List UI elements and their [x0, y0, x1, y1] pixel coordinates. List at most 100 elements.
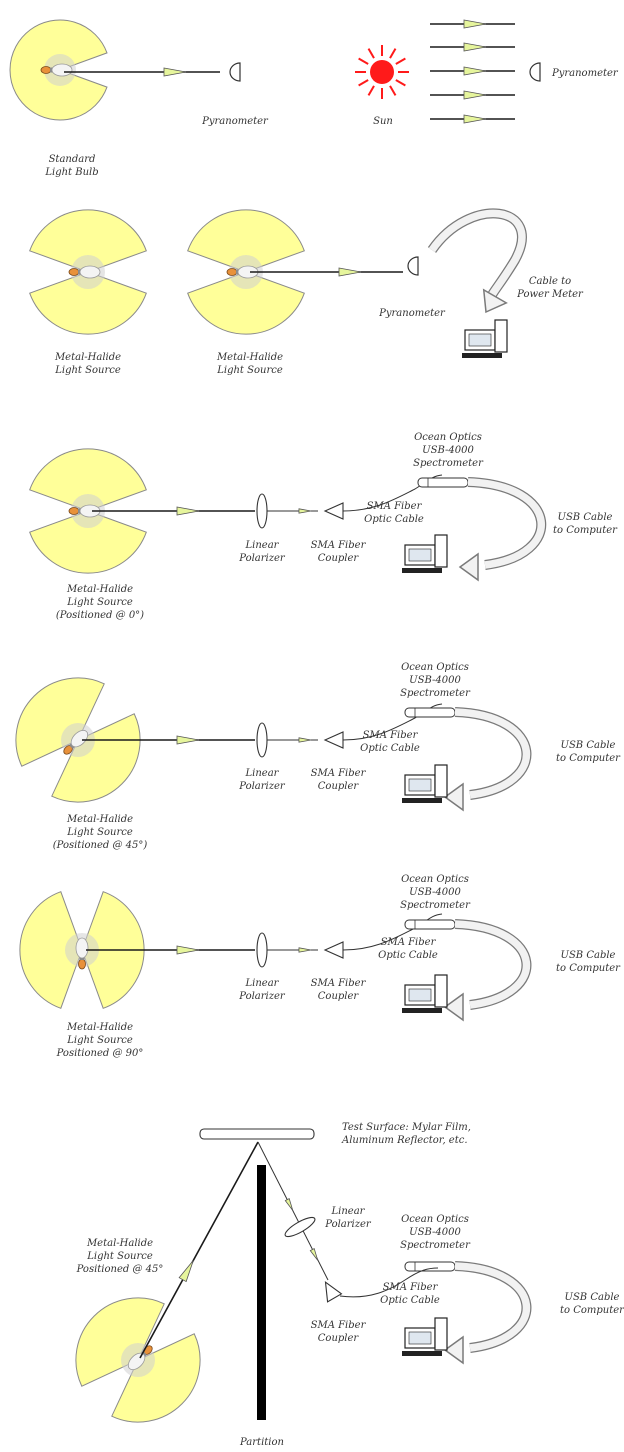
panel5-lamp-bulb-glass	[75, 937, 89, 959]
panel2-lamp-a-reflector-bottom	[29, 271, 147, 335]
panel5-usb-cable-body	[454, 920, 530, 1009]
panel5-coupler-label-line: SMA Fiber	[311, 978, 367, 989]
panel4-fiber-label-line: SMA Fiber	[363, 730, 419, 741]
panel6-test-surface	[199, 1128, 315, 1140]
panel2-beam-arrow	[338, 267, 362, 277]
panel5-polarizer-label-line: Linear	[245, 978, 280, 989]
panel6-computer-tower	[434, 1317, 448, 1351]
panel5-computer-screen	[408, 988, 432, 1002]
panel5-fiber-label-line: SMA Fiber	[381, 937, 437, 948]
standard-bulb-lamp	[9, 19, 108, 121]
panel3-coupler-label-line: SMA Fiber	[311, 540, 367, 551]
panel5-usb-label-line: USB Cable	[561, 950, 616, 961]
panel1-beam-arrow	[163, 67, 187, 77]
panel6-usb-head	[443, 1335, 464, 1365]
sun-ray-arrow-2	[463, 66, 487, 76]
sun-ray	[395, 57, 406, 65]
panel6-computer-screen	[408, 1331, 432, 1345]
panel6-polarizer-label-line: Polarizer	[324, 1219, 372, 1230]
panel2-cable-head	[482, 288, 508, 314]
panel3-fiber-label-line: SMA Fiber	[367, 501, 423, 512]
panel6-partition-label: Partition	[239, 1437, 284, 1448]
panel4-polarizer-label-line: Polarizer	[238, 781, 286, 792]
panel2-lamp-b	[187, 209, 305, 335]
panel4-beam-arrow	[176, 735, 200, 745]
panel3-lamp-reflector-top	[29, 448, 147, 512]
panel4-spectrometer-label-line: USB-4000	[409, 675, 461, 686]
panel3-spectrometer	[417, 477, 469, 488]
sun	[370, 60, 394, 84]
panel3-lamp-bulb-base	[68, 507, 80, 515]
panel6-coupler-label-line: SMA Fiber	[311, 1320, 367, 1331]
panel2-source-b-label-line: Metal-Halide	[216, 352, 283, 363]
panel4-source-label-line: (Positioned @ 45°)	[53, 840, 148, 851]
panel3-spectrometer-label-line: Ocean Optics	[414, 432, 482, 443]
panel3-coupler	[323, 502, 344, 520]
panel5-usb-cable-outline	[454, 919, 532, 1010]
panel2-lamp-a-bulb-glass	[79, 265, 101, 279]
panel3-polarized-arrow	[298, 508, 312, 514]
panel2-lamp-b-reflector-top	[187, 209, 305, 273]
panel3-polarizer-label-line: Linear	[245, 540, 280, 551]
panel1-bulb-label-line: Light Bulb	[44, 167, 98, 178]
panel5-lamp-bulb-base	[78, 958, 86, 970]
panel6-polarizer	[284, 1216, 316, 1238]
panel5-source-label-line: Positioned @ 90°	[56, 1048, 144, 1059]
panel2-source-b-label-line: Light Source	[216, 365, 283, 376]
panel3-source-label-line: (Positioned @ 0°)	[56, 610, 144, 621]
panel4-polarized-arrow	[298, 737, 312, 743]
panel3-source-label-line: Light Source	[66, 597, 133, 608]
panel5-coupler-label-line: Coupler	[318, 991, 360, 1002]
panel6-surface-label: Test Surface: Mylar Film,Aluminum Reflec…	[341, 1122, 471, 1146]
panel2-computer-tower	[494, 319, 508, 353]
panel2-cable-outline	[427, 208, 527, 302]
panel1-pyranometer-left	[229, 62, 241, 82]
panel5-computer-keyboard	[402, 1008, 442, 1013]
panel3-lamp	[29, 448, 147, 574]
panel4-coupler-label-line: SMA Fiber	[311, 768, 367, 779]
panel2-lamp-a-reflector-top	[29, 209, 147, 273]
panel1-sun-label-line: Sun	[373, 116, 393, 127]
panel5-spectrometer-label-line: Spectrometer	[400, 900, 471, 911]
panel6-fiber-label-line: Optic Cable	[380, 1295, 440, 1306]
panel6-lamp	[75, 1297, 201, 1423]
panel3-usb-head	[458, 552, 479, 582]
panel6-fiber-label-line: SMA Fiber	[383, 1282, 439, 1293]
panel6-usb-cable-body	[454, 1262, 530, 1352]
panel2-source-a-label-line: Metal-Halide	[54, 352, 121, 363]
panel4-source-label-line: Metal-Halide	[66, 814, 133, 825]
panel3-polarizer	[256, 493, 268, 529]
panel6-spectrometer-label-line: Ocean Optics	[401, 1214, 469, 1225]
panel6-partition	[257, 1165, 266, 1420]
sun-ray	[358, 79, 369, 87]
panel3-fiber-label-line: Optic Cable	[364, 514, 424, 525]
panel1-pyranometer-right-label-line: Pyranometer	[551, 68, 619, 79]
sun-ray	[395, 79, 406, 87]
panel4-fiber	[342, 703, 443, 741]
panel2-source-a-label-line: Light Source	[54, 365, 121, 376]
panel3-coupler-label-line: Coupler	[318, 553, 360, 564]
panel1-pyranometer-left-label: Pyranometer	[201, 116, 269, 127]
panel5-polarizer-label-line: Polarizer	[238, 991, 286, 1002]
panel6-coupler-label-line: Coupler	[318, 1333, 360, 1344]
panel4-lamp-reflector-bottom	[51, 713, 141, 803]
panel4-usb-label-line: USB Cable	[561, 740, 616, 751]
panel2-pyranometer-label: Pyranometer	[378, 308, 446, 319]
panel2-lamp-b-reflector-bottom	[187, 271, 305, 335]
panel3-lamp-reflector-bottom	[29, 510, 147, 574]
